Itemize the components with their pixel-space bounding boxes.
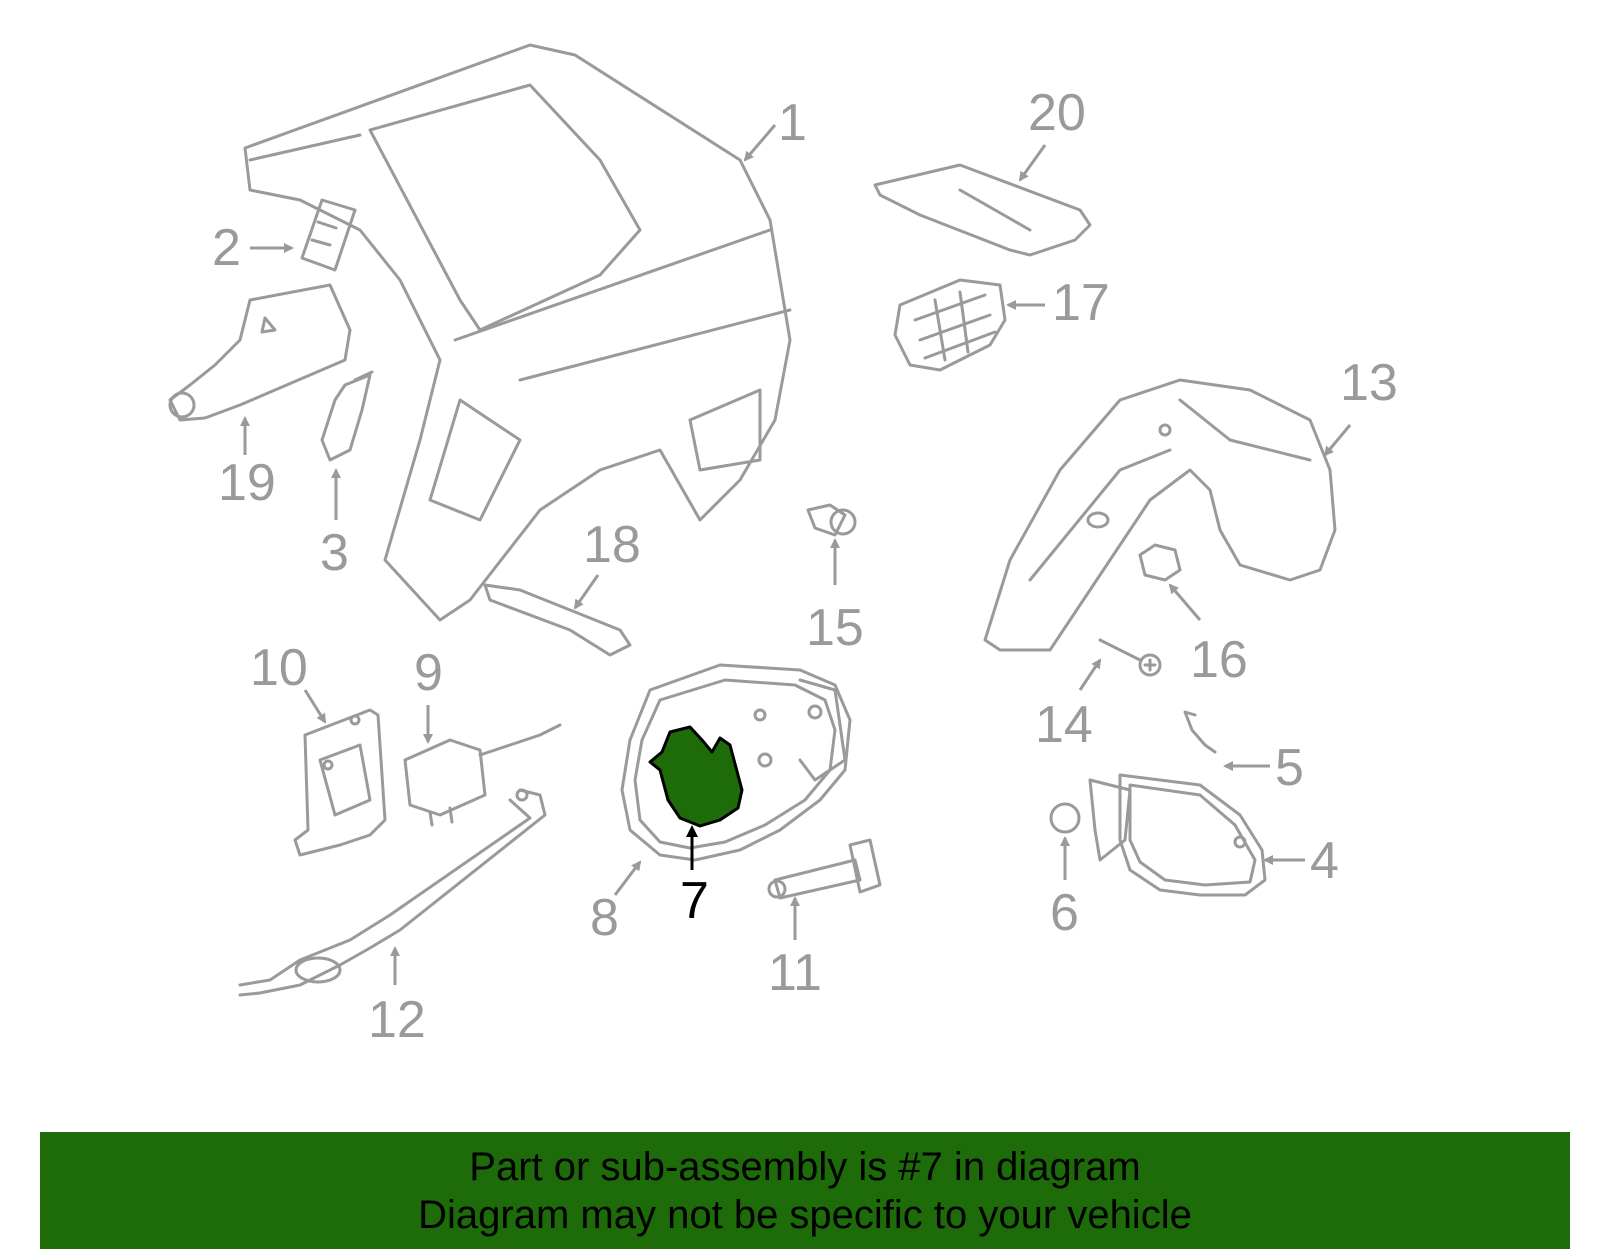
callout-6: 6 bbox=[1050, 884, 1079, 942]
callout-7: 7 bbox=[680, 872, 709, 930]
callout-1: 1 bbox=[778, 94, 807, 152]
callout-2: 2 bbox=[212, 219, 241, 277]
screw-part-14 bbox=[1098, 638, 1162, 677]
quarter-panel-part-1 bbox=[243, 43, 792, 622]
cable-part-12 bbox=[238, 788, 547, 997]
vent-part-17 bbox=[893, 278, 1007, 372]
nut-part-16 bbox=[1138, 543, 1182, 582]
callout-4: 4 bbox=[1310, 832, 1339, 890]
callout-18: 18 bbox=[583, 516, 641, 574]
spring-part-5 bbox=[1183, 710, 1217, 754]
clip-part-15 bbox=[806, 503, 857, 537]
panel-part-20 bbox=[873, 163, 1092, 257]
callout-19: 19 bbox=[218, 454, 276, 512]
callout-17: 17 bbox=[1052, 274, 1110, 332]
hinge-part-11 bbox=[767, 838, 882, 900]
callout-3: 3 bbox=[320, 524, 349, 582]
callout-14: 14 bbox=[1035, 696, 1093, 754]
banner-line-2: Diagram may not be specific to your vehi… bbox=[418, 1192, 1192, 1237]
fuel-door-housing-part-8 bbox=[620, 663, 852, 862]
callout-12: 12 bbox=[368, 991, 426, 1049]
banner-line-1: Part or sub-assembly is #7 in diagram bbox=[469, 1144, 1141, 1189]
callout-20: 20 bbox=[1028, 84, 1086, 142]
fuel-door-part-4 bbox=[1088, 773, 1267, 897]
filler-housing-part-19 bbox=[168, 283, 352, 422]
callout-16: 16 bbox=[1190, 631, 1248, 689]
bracket-part-10 bbox=[293, 708, 387, 857]
highlighted-part-7[interactable] bbox=[648, 725, 744, 828]
callout-8: 8 bbox=[590, 889, 619, 947]
info-banner: Part or sub-assembly is #7 in diagram Di… bbox=[40, 1132, 1570, 1249]
wheelhouse-liner-part-13 bbox=[983, 378, 1337, 652]
actuator-part-3 bbox=[320, 370, 374, 462]
strip-part-18 bbox=[483, 583, 632, 657]
callout-15: 15 bbox=[806, 599, 864, 657]
module-part-9 bbox=[403, 723, 562, 827]
grommet-part-6 bbox=[1049, 802, 1081, 834]
bracket-part-2 bbox=[300, 198, 357, 272]
callout-9: 9 bbox=[414, 644, 443, 702]
callout-11: 11 bbox=[768, 944, 822, 1002]
callout-13: 13 bbox=[1340, 354, 1398, 412]
callout-10: 10 bbox=[250, 639, 308, 697]
callout-5: 5 bbox=[1275, 739, 1304, 797]
